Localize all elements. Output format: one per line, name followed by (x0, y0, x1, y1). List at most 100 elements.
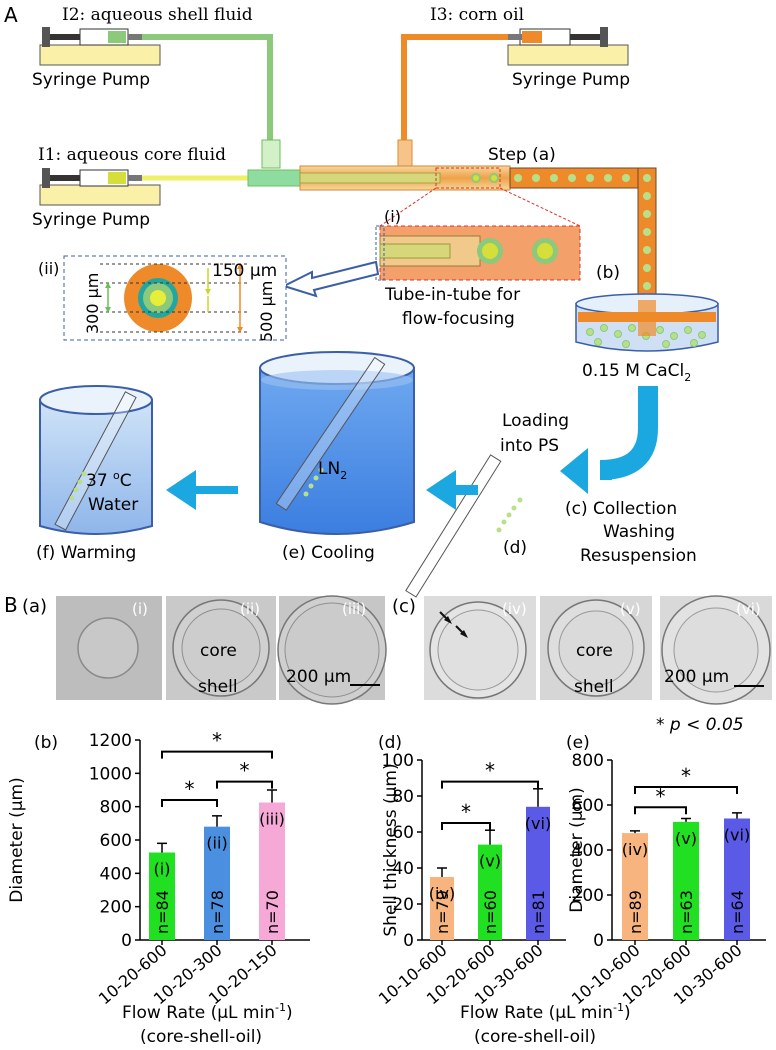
chart-b-bar (259, 802, 285, 940)
sub-ii-label: (ii) (38, 259, 59, 278)
chart-b-bar (204, 826, 230, 940)
i1-label: I1: aqueous core fluid (38, 145, 226, 165)
chart-b-sig-star: * (185, 777, 195, 801)
chart-d-bar (478, 844, 502, 940)
zoom-arrow (281, 260, 380, 298)
chart-e-sig-bracket (634, 806, 687, 815)
cacl2-dish (575, 293, 719, 352)
img-v-shell: shell (574, 677, 614, 697)
xlabel-b-line1: Flow Rate (µL min-1) (122, 1001, 293, 1023)
chart-e-ylabel: Diameter (µm) (567, 787, 587, 912)
oil-syringe-pump (507, 27, 629, 66)
pump-label-2: Syringe Pump (512, 70, 630, 90)
tube-label-2: flow-focusing (402, 309, 515, 329)
img-v-core: core (576, 641, 613, 661)
micrograph-ii (166, 596, 276, 700)
ln2-label: LN2 (318, 459, 347, 482)
shell-syringe-pump (39, 27, 161, 66)
xlabel-de-line2: (core-shell-oil) (474, 1027, 596, 1047)
chart-d-sig-bracket (441, 822, 491, 830)
chart-b-bar-label: (ii) (206, 834, 227, 853)
img-ii-shell: shell (198, 677, 238, 697)
chart-d-sig-bracket (441, 780, 539, 789)
chart-b-bar (149, 852, 175, 940)
collection-label-2: Washing (603, 522, 675, 542)
chart-b-ytick-label: 0 (121, 931, 132, 951)
chart-d-ytick-label: 40 (392, 859, 414, 879)
chart-d-sig-star: * (461, 800, 471, 824)
chart-e-bar-label: (vi) (724, 826, 750, 845)
tubing (142, 34, 657, 341)
xlabel-b-line2: (core-shell-oil) (140, 1027, 262, 1047)
collection-arrow (599, 386, 658, 480)
i2-label: I2: aqueous shell fluid (62, 5, 253, 25)
chart-d-ytick-label: 60 (392, 823, 414, 843)
img-ii-roman: (ii) (240, 600, 260, 618)
img-ii-core: core (200, 641, 237, 661)
chart-b-ytick-label: 800 (100, 798, 132, 818)
chart-e-sig-star: * (656, 784, 666, 808)
collection-label-1: (c) Collection (565, 499, 677, 519)
chart-d-n-label: n=81 (529, 890, 548, 934)
chart-b-ytick-label: 200 (100, 898, 132, 918)
arrow-d-to-e (426, 470, 478, 510)
loading-label-2: into PS (500, 436, 559, 456)
label-b-a: (a) (22, 596, 47, 617)
chart-b-sig-bracket (161, 799, 218, 807)
warming-bath (39, 385, 153, 535)
img-v-roman: (v) (620, 600, 641, 618)
chart-b-ytick-label: 1200 (89, 731, 132, 751)
chart-d-bar (526, 806, 550, 940)
xlabel-de-line1: Flow Rate (µL min-1) (460, 1001, 631, 1023)
chart-e-ytick-label: 800 (572, 751, 604, 771)
collection-arrowhead (560, 448, 588, 494)
chart-d-n-label: n=60 (481, 890, 500, 934)
chart-b-bar-label: (iii) (259, 810, 285, 829)
temp-label: 37 oC (86, 469, 132, 491)
img-iii-roman: (iii) (342, 600, 366, 618)
chart-e-ytick-label: 200 (572, 886, 604, 906)
chart-d-bar-label: (v) (479, 852, 501, 871)
chart-b-sig-star: * (240, 759, 250, 783)
chart-e-bar (724, 818, 750, 940)
chart-b-ylabel: Diameter (µm) (7, 777, 27, 902)
chart-e-n-label: n=89 (626, 890, 645, 934)
chart-e-bar (673, 821, 699, 940)
ps-straw (405, 454, 523, 598)
micrograph-i (56, 596, 162, 700)
tube-label-1: Tube-in-tube for (384, 285, 520, 305)
img-vi-roman: (vi) (736, 600, 761, 618)
loading-label-1: Loading (502, 411, 569, 431)
tube-zoom-inset (375, 187, 581, 281)
chart-e-n-label: n=64 (728, 890, 747, 934)
chart-e-panel-label: (e) (566, 733, 590, 753)
chart-d-ytick-label: 20 (392, 895, 414, 915)
cross-section-inset (63, 255, 287, 341)
img-iv-roman: (iv) (502, 600, 527, 618)
water-label: Water (88, 495, 138, 515)
chart-e-sig-bracket (634, 786, 738, 794)
micrograph-v (540, 596, 652, 700)
img-iii-scale: 200 µm (286, 667, 351, 687)
chart-b-ytick-label: 400 (100, 864, 132, 884)
chart-d-n-label: n=79 (433, 890, 452, 934)
chart-e-ytick-label: 0 (593, 931, 604, 951)
chart-e-bar-label: (iv) (622, 840, 648, 859)
chart-d-bar (430, 877, 454, 940)
chart-b-sig-bracket (216, 780, 273, 789)
dim-300-label: 300 µm (83, 273, 102, 334)
img-vi-scale: 200 µm (664, 667, 729, 687)
chart-e-n-label: n=63 (677, 890, 696, 934)
chart-d-ytick-label: 0 (403, 931, 414, 951)
chart-d-ytick-label: 100 (382, 751, 414, 771)
chart-b-panel-label: (b) (34, 733, 58, 753)
pump-label-3: Syringe Pump (32, 210, 150, 230)
chart-d-ylabel: Shell thickness (µm) (381, 763, 401, 936)
i3-label: I3: corn oil (430, 5, 524, 25)
chart-e-sig-star: * (681, 764, 691, 788)
chart-b-n-label: n=70 (263, 890, 282, 934)
chart-b-sig-bracket (161, 750, 273, 759)
pump-label-1: Syringe Pump (32, 70, 150, 90)
